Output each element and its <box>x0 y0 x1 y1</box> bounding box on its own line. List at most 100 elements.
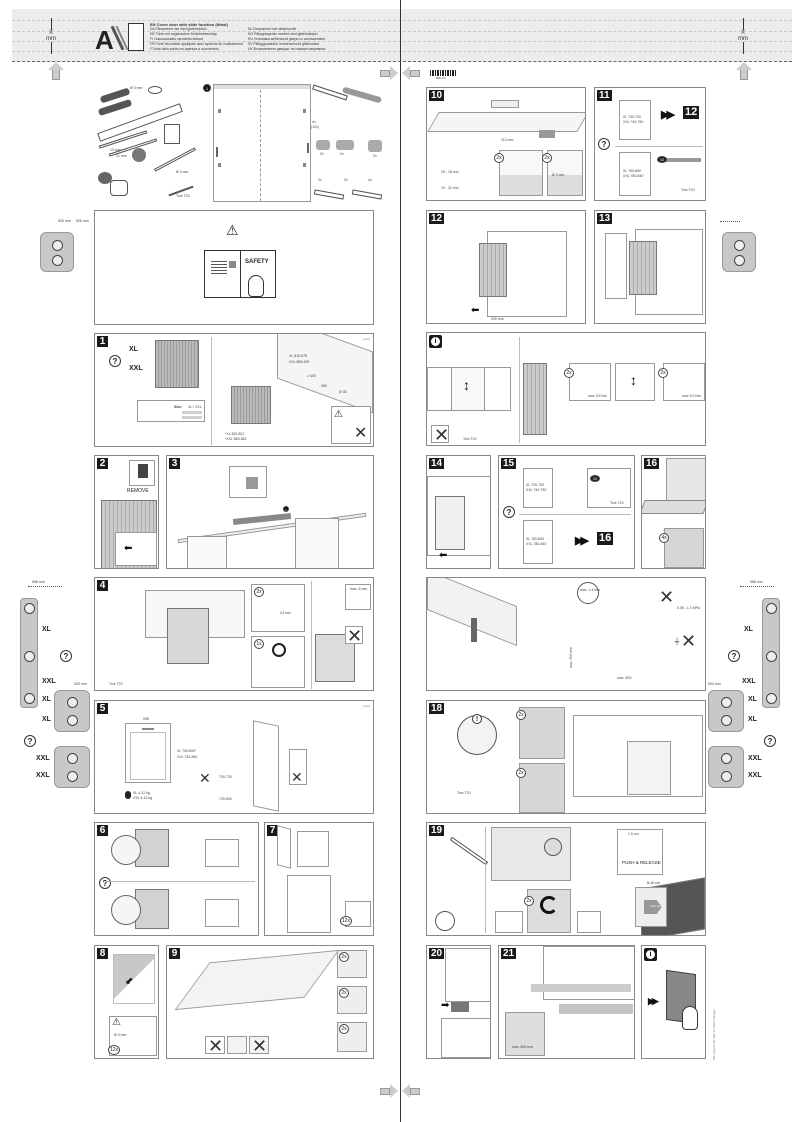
barcode <box>430 70 456 76</box>
disclaimer-note: We reserve the right to make changes <box>712 1009 716 1060</box>
hand-remove-inset: ⬅ <box>115 532 157 566</box>
part-5-inset: 2x <box>337 950 367 978</box>
hinge-square-xxl <box>54 746 90 788</box>
door-width: 598 <box>143 717 149 721</box>
dishwasher-niche <box>627 741 671 795</box>
scissors-icon <box>148 86 162 94</box>
step-16-panel: 16 4x <box>641 455 706 569</box>
part-count: 2x <box>318 178 322 182</box>
tool-label: Torx T20 <box>463 437 477 441</box>
hinge-screw-inset-top: 2x <box>516 707 565 759</box>
minus-inset <box>495 911 523 933</box>
tool-label: Torx T20 <box>457 791 471 795</box>
up-arrow-icon <box>48 62 64 80</box>
info-icon: i <box>429 335 442 348</box>
hinge-top-right <box>722 232 756 272</box>
remove-label: REMOVE <box>127 488 149 494</box>
step-number: 18 <box>429 703 445 714</box>
step-number: 15 <box>501 458 517 469</box>
part-clip-icon <box>336 140 354 150</box>
dishwasher-illustration <box>231 386 271 424</box>
mounting-template-sheet <box>213 84 311 202</box>
dishwasher-door-front <box>451 367 485 411</box>
hinge-dimension: 526 mm <box>76 219 89 223</box>
part-7-inset: 2x <box>337 1022 367 1052</box>
drill-inset: 12x <box>340 901 371 927</box>
plinth-strip <box>531 984 631 992</box>
door-edge-top <box>427 112 585 132</box>
dimension-line <box>720 221 740 222</box>
step-number: 1 <box>97 336 108 347</box>
weight-icon <box>125 791 131 799</box>
skip-target-step[interactable]: 12 <box>683 106 700 119</box>
tool-label: 13 mm <box>110 148 121 152</box>
door-handle <box>491 100 519 108</box>
step-number: 14 <box>429 458 445 469</box>
step-17-panel: 17 max. 1.4 mm ✕ 0.05 - 1.0 MPa max. 900… <box>426 577 706 691</box>
skip-target-step[interactable]: 16 <box>597 532 614 545</box>
furniture-door-drawing <box>125 723 171 783</box>
magnify-detail <box>111 895 141 925</box>
warning-inset: ⚠ ✕ <box>331 406 371 444</box>
part-count: 2x <box>320 152 324 156</box>
height-label: 15 - 18 mm <box>441 170 459 174</box>
screw-inset: 4x <box>659 528 704 568</box>
magnify-detail <box>111 835 141 865</box>
cross-icon: ✕ <box>681 631 697 651</box>
cross-inset: ✕ <box>249 1036 269 1055</box>
hinge-screw-inset-bottom: 2x <box>516 763 565 813</box>
cross-inset: ✕ <box>205 1036 225 1055</box>
hinge-dimension: 526 mm <box>58 219 71 223</box>
dishwasher-illustration <box>155 340 199 388</box>
dimension-label: 112 mm <box>501 138 514 142</box>
tool-label: Torx T20 <box>681 188 695 192</box>
step-number: 11 <box>597 90 612 101</box>
drill-depth-inset: 2x Ø 3 mm <box>542 150 583 196</box>
scissors-inset <box>205 839 239 867</box>
part-badge: 1 <box>283 506 289 512</box>
door-height: XL 700-800* <box>177 749 197 753</box>
step-2-panel: 2 REMOVE ⬅ <box>94 455 159 569</box>
safety-manual-icon: SAFETY <box>204 250 276 298</box>
step-number: 20 <box>429 948 445 959</box>
cross-inset: ✕ <box>345 626 363 645</box>
hinge-dimension: 588 mm <box>750 580 763 584</box>
unit-tag: [mm] <box>363 704 370 708</box>
rear-foot-inset: 1x <box>251 636 305 688</box>
drill-inset: 2x <box>494 150 543 196</box>
dimension-label: 5-10 cm <box>647 881 660 885</box>
dimension-label: XL 815-875 <box>289 354 307 358</box>
option-xl-label: XL <box>748 696 757 703</box>
cross-icon: ✕ <box>354 425 368 442</box>
rating-plate-inset: Size: XL / XXL <box>137 400 205 422</box>
step-6-panel: 6 ? <box>94 822 259 936</box>
socket-wrench-icon <box>132 148 146 162</box>
plinth-strip <box>559 1004 633 1014</box>
part-slide-icon <box>313 189 345 200</box>
unit-tag: [mm] <box>363 337 370 341</box>
part-count: 4x <box>312 120 316 124</box>
hinge-dimension: 503 mm <box>74 682 87 686</box>
rail-part <box>661 158 701 162</box>
adhesive-strip <box>232 512 292 526</box>
furniture-door <box>605 233 627 299</box>
step-5-panel: 5 [mm] 598 XL 700-800* XXL 740-840 XL 4-… <box>94 700 374 814</box>
arrow-down-left-icon: ⬋ <box>125 976 134 987</box>
balance-scale-icon <box>435 911 455 931</box>
dimension-label: ≥ 600 <box>307 374 316 378</box>
dishwasher-door <box>435 496 465 550</box>
dimension-label: 550 <box>321 384 327 388</box>
guide-line <box>12 31 792 32</box>
section-letter: A <box>95 25 114 55</box>
dishwasher-partial <box>523 363 547 435</box>
water-hose <box>471 618 477 642</box>
dimension-label: max. 900 mm <box>569 646 573 668</box>
door-weight: XL 4-12 kg <box>133 791 150 795</box>
guide-line <box>12 41 792 42</box>
door-size-bottom: XL 760-800 XXL 780-840 <box>619 152 651 196</box>
arrow-left-icon: ⬅ <box>471 305 480 316</box>
safety-label: SAFETY <box>245 259 269 265</box>
cross-icon: ✕ <box>291 769 303 785</box>
part-count: (12x) <box>311 125 319 129</box>
template-sheet <box>297 831 329 867</box>
